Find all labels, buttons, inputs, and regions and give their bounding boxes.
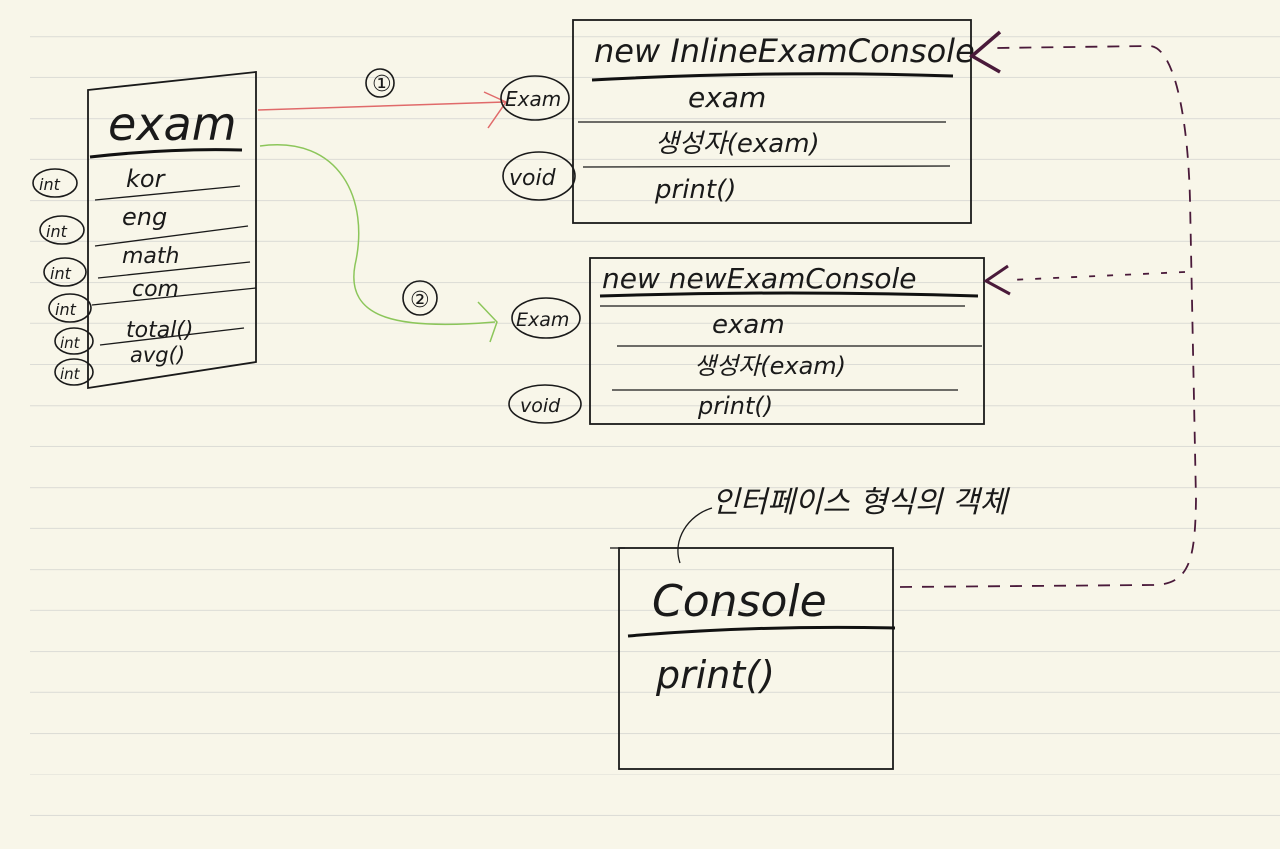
newexam-box-outline bbox=[589, 257, 985, 425]
new-exam-console-box: new newExamConsole exam 생성자(exam) print(… bbox=[508, 257, 985, 425]
red-arrowhead bbox=[483, 91, 508, 129]
svg-text:int: int bbox=[60, 365, 81, 383]
type-oval-int: int bbox=[43, 257, 87, 287]
svg-text:int: int bbox=[50, 264, 72, 283]
type-oval-void: void bbox=[502, 151, 576, 201]
exam-title-divider bbox=[89, 148, 243, 159]
exam-field-math: math bbox=[122, 244, 179, 269]
annotation-pointer-curve bbox=[677, 507, 713, 564]
exam-box-outline bbox=[87, 70, 257, 390]
newexam-arrowhead bbox=[983, 264, 1011, 296]
console-annotation: 인터페이스 형식의 객체 bbox=[712, 485, 1010, 520]
type-oval-int: int bbox=[39, 215, 85, 245]
newexam-title-divider bbox=[599, 291, 979, 298]
exam-method-avg: avg() bbox=[130, 343, 185, 367]
svg-text:Exam: Exam bbox=[516, 309, 569, 331]
svg-text:int: int bbox=[60, 334, 81, 352]
dashed-path-to-inline bbox=[899, 45, 1197, 588]
type-oval-int: int bbox=[54, 327, 94, 355]
inline-title-divider bbox=[591, 72, 954, 82]
inline-box-method: print() bbox=[654, 175, 736, 205]
arrow-1-label: ① bbox=[372, 72, 392, 97]
dashed-path-to-newexam bbox=[1009, 271, 1186, 281]
inline-box-title: new InlineExamConsole bbox=[594, 32, 975, 70]
inline-box-field: exam bbox=[688, 81, 766, 114]
console-interface-box: Console print() 인터페이스 형식의 객체 bbox=[610, 485, 1010, 770]
exam-class-title: exam bbox=[108, 97, 237, 151]
exam-row-divider bbox=[97, 261, 251, 279]
exam-method-total: total() bbox=[126, 318, 193, 343]
inline-box-outline bbox=[572, 19, 972, 224]
console-box-outline bbox=[618, 547, 894, 770]
svg-text:int: int bbox=[46, 222, 68, 241]
exam-row-divider bbox=[99, 327, 245, 346]
svg-text:void: void bbox=[509, 166, 557, 191]
exam-row-divider bbox=[94, 225, 249, 247]
arrow-1: ① bbox=[257, 68, 508, 129]
console-box-title: Console bbox=[652, 576, 827, 627]
newexam-box-method: print() bbox=[697, 392, 773, 420]
arrow-2-number-circle bbox=[402, 280, 438, 316]
red-arrow-line bbox=[257, 101, 506, 111]
console-box-method: print() bbox=[655, 653, 775, 697]
inline-arrowhead bbox=[968, 30, 1002, 74]
newexam-box-field: exam bbox=[712, 310, 785, 340]
arrow-1-number-circle bbox=[365, 68, 395, 98]
type-oval-int: int bbox=[32, 168, 78, 198]
svg-text:void: void bbox=[520, 395, 561, 417]
newexam-box-title: new newExamConsole bbox=[602, 262, 917, 295]
green-arrowhead bbox=[477, 301, 498, 343]
exam-field-kor: kor bbox=[126, 165, 167, 193]
inline-exam-console-box: new InlineExamConsole exam 생성자(exam) pri… bbox=[500, 19, 975, 224]
implements-arrows bbox=[899, 30, 1197, 588]
arrow-2: ② bbox=[259, 144, 498, 343]
svg-text:int: int bbox=[39, 175, 61, 194]
type-oval-int: int bbox=[54, 358, 94, 386]
type-oval-exam: Exam bbox=[511, 297, 581, 339]
svg-text:Exam: Exam bbox=[505, 87, 561, 111]
type-oval-int: int bbox=[48, 293, 92, 323]
newexam-box-constructor: 생성자(exam) bbox=[694, 352, 846, 380]
exam-row-divider bbox=[94, 185, 241, 201]
exam-field-eng: eng bbox=[122, 203, 167, 231]
exam-class-box: exam kor eng math com total() avg() int … bbox=[32, 70, 257, 390]
type-oval-void: void bbox=[508, 384, 582, 424]
green-arrow-curve bbox=[259, 144, 496, 326]
type-oval-exam: Exam bbox=[500, 75, 570, 121]
arrow-2-label: ② bbox=[410, 288, 430, 313]
inline-box-constructor: 생성자(exam) bbox=[655, 129, 820, 159]
inline-row-divider bbox=[582, 165, 951, 168]
console-title-divider bbox=[627, 625, 896, 638]
exam-row-divider bbox=[91, 287, 257, 306]
svg-text:int: int bbox=[55, 300, 77, 319]
